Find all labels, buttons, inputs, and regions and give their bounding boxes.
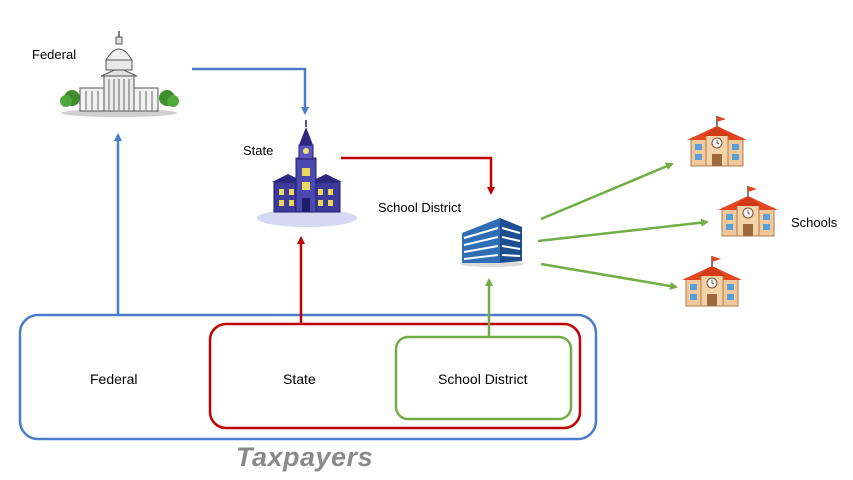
taxpayers-caption: Taxpayers — [236, 442, 374, 472]
federal-to-state-arrow — [192, 67, 309, 115]
district-to-school-2-arrow — [537, 218, 709, 243]
school-house-icon — [681, 255, 743, 307]
state-to-district-arrow — [341, 156, 495, 195]
school-district-label: School District — [378, 200, 462, 215]
state-taxpayers-box — [208, 322, 582, 430]
school-house-icon — [686, 115, 748, 167]
federal-taxpayers-box — [18, 313, 598, 441]
state-box-label: State — [283, 371, 316, 387]
school-district-box-label: School District — [438, 371, 528, 387]
state-hall-icon — [257, 120, 357, 227]
state-label: State — [243, 143, 274, 158]
district-to-school-1-arrow — [540, 162, 674, 221]
federal-box-label: Federal — [90, 371, 138, 387]
office-building-icon — [460, 218, 524, 267]
district-to-school-3-arrow — [540, 262, 678, 290]
schools-label: Schools — [791, 215, 838, 230]
district-taxpayers-box — [394, 335, 573, 421]
capitol-building-icon — [60, 31, 179, 117]
school-house-icon — [717, 185, 779, 237]
federal-label: Federal — [32, 47, 77, 62]
